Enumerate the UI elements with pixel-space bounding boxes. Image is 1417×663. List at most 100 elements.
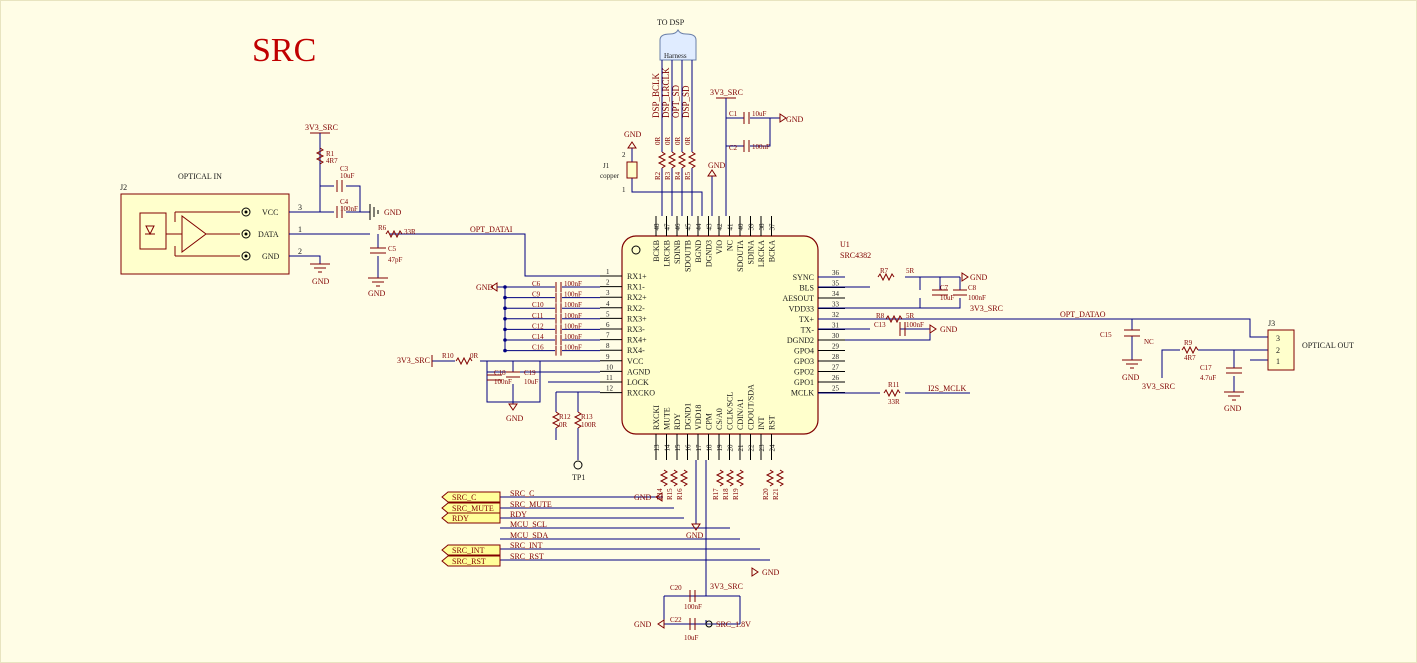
ic-pin-number: 29 xyxy=(832,343,840,351)
r6-resistor[interactable] xyxy=(385,229,403,239)
r6-value: 33R xyxy=(404,228,416,236)
net-port[interactable] xyxy=(441,502,501,514)
bottom-resistor[interactable] xyxy=(679,469,689,487)
c4-capacitor[interactable] xyxy=(336,206,343,218)
ic-pin-number: 34 xyxy=(832,290,840,298)
c19-ref: C19 xyxy=(524,369,536,377)
bottom-resistor-ref: R20 xyxy=(762,488,770,500)
ic-pin-number: 3 xyxy=(606,289,610,297)
net-port[interactable] xyxy=(441,512,501,524)
rx-cap-value: 100nF xyxy=(564,312,582,320)
c3-ref: C3 xyxy=(340,165,349,173)
bottom-net-label: MCU_SDA xyxy=(510,531,548,540)
r11-ref: R11 xyxy=(888,381,900,389)
r9-resistor[interactable] xyxy=(1181,345,1199,355)
r8-resistor[interactable] xyxy=(885,314,903,324)
c3-capacitor[interactable] xyxy=(336,180,343,192)
c17-capacitor[interactable] xyxy=(1226,367,1242,374)
bottom-resistor[interactable] xyxy=(669,469,679,487)
ic-pin-name: LRCKA xyxy=(757,240,766,267)
r12-resistor[interactable] xyxy=(551,411,561,429)
bottom-resistor-ref: R15 xyxy=(666,488,674,500)
c2-capacitor[interactable] xyxy=(743,140,750,152)
gnd-label-dgnd3: GND xyxy=(708,161,726,170)
rx-cap-value: 100nF xyxy=(564,322,582,330)
top-resistor[interactable] xyxy=(687,151,697,169)
optical-in-module[interactable]: OPTICAL IN J2 VCC DATA GND 3 1 2 xyxy=(120,172,302,275)
harness-connector[interactable]: TO DSP Harness xyxy=(657,18,697,61)
c22-capacitor[interactable] xyxy=(689,618,696,630)
bottom-net-label: SRC_C xyxy=(510,489,534,498)
bottom-resistor[interactable] xyxy=(715,469,725,487)
j3-pin1: 1 xyxy=(1276,357,1280,366)
bottom-resistor[interactable] xyxy=(765,469,775,487)
c15-capacitor[interactable] xyxy=(1124,329,1140,337)
c7-capacitor[interactable] xyxy=(932,289,948,296)
c19-capacitor[interactable] xyxy=(506,371,520,378)
net-port[interactable] xyxy=(441,491,501,503)
optical-in-ref: J2 xyxy=(120,183,127,192)
ic-pin-number: 7 xyxy=(606,332,610,340)
ic-pin-name: RX2- xyxy=(627,304,645,313)
top-resistor-value: 0R xyxy=(684,137,692,146)
src4382-ic[interactable]: U1 SRC4382 xyxy=(621,235,871,435)
r1-ref: R1 xyxy=(326,150,335,158)
net-3v3-vio: 3V3_SRC xyxy=(710,88,743,97)
c20-capacitor[interactable] xyxy=(689,590,696,602)
optical-in-gnd: GND xyxy=(262,252,280,261)
bottom-resistor[interactable] xyxy=(735,469,745,487)
ic-pin-number: 16 xyxy=(685,444,693,452)
ic-pin-name: SDOUTB xyxy=(684,240,693,272)
top-resistor-ref: R3 xyxy=(664,171,672,180)
c1-ref: C1 xyxy=(729,110,738,118)
gnd-label-rx: GND xyxy=(476,283,494,292)
ic-pin-number: 2 xyxy=(606,279,610,287)
c18-capacitor[interactable] xyxy=(487,374,502,381)
ic-pin-number: 1 xyxy=(606,268,610,276)
r10-value: 0R xyxy=(470,352,479,360)
ic-pin-name: BCKB xyxy=(652,240,661,262)
c5-capacitor[interactable] xyxy=(370,247,386,254)
bottom-resistor-ref: R19 xyxy=(732,488,740,500)
r7-resistor[interactable] xyxy=(877,272,895,282)
ic-pin-number: 11 xyxy=(606,374,613,382)
r1-resistor[interactable] xyxy=(315,147,325,165)
top-resistor-ref: R2 xyxy=(654,171,662,180)
bottom-resistor[interactable] xyxy=(659,469,669,487)
ic-pin-number: 17 xyxy=(695,444,703,452)
rx-cap-value: 100nF xyxy=(564,344,582,352)
c13-capacitor[interactable] xyxy=(899,322,906,336)
gnd-label-c5: GND xyxy=(368,289,386,298)
optical-out-connector[interactable]: J3 3 2 1 OPTICAL OUT xyxy=(1267,319,1354,371)
top-resistor[interactable] xyxy=(667,151,677,169)
c8-ref: C8 xyxy=(968,284,977,292)
gnd-symbol-dgnd3: GND xyxy=(707,161,726,177)
c1-capacitor[interactable] xyxy=(743,112,750,124)
tp1-testpoint[interactable] xyxy=(573,460,583,470)
j1-pin2: 2 xyxy=(622,151,626,159)
ic-pin-name: RX2+ xyxy=(627,293,647,302)
rx-cap-ref: C10 xyxy=(532,301,544,309)
j1-copper-jumper[interactable] xyxy=(626,161,638,179)
top-resistor[interactable] xyxy=(677,151,687,169)
j1-ref: J1 xyxy=(603,162,610,170)
ic-pin-name: DGND1 xyxy=(684,403,693,430)
top-resistor[interactable] xyxy=(657,151,667,169)
r10-resistor[interactable] xyxy=(455,356,473,366)
ic-pin-name: VIO xyxy=(715,240,724,254)
bottom-resistor[interactable] xyxy=(725,469,735,487)
bottom-resistor[interactable] xyxy=(775,469,785,487)
r6-ref: R6 xyxy=(378,224,387,232)
c8-capacitor[interactable] xyxy=(953,289,967,296)
ic-pin-name: RX4+ xyxy=(627,336,647,345)
net-port[interactable] xyxy=(441,555,501,567)
net-port[interactable] xyxy=(441,544,501,556)
ic-pin-number: 36 xyxy=(832,269,840,277)
r11-resistor[interactable] xyxy=(883,388,901,398)
ic-pin-number: 8 xyxy=(606,342,610,350)
r13-resistor[interactable] xyxy=(573,411,583,429)
j3-pin2: 2 xyxy=(1276,346,1280,355)
